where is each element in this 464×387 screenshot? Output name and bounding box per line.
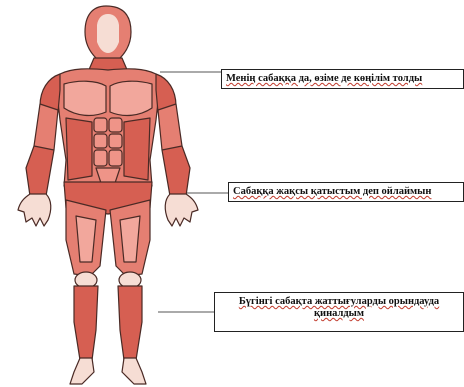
face-skin (97, 14, 119, 53)
callout-text-bottom: Бүгінгі сабақта жаттығуларды орындауда қ… (239, 296, 439, 319)
left-oblique (66, 118, 92, 180)
left-hand (18, 194, 51, 226)
left-foot (70, 358, 94, 384)
callout-box-top: Менің сабаққа да, өзіме де көңілім толды (221, 69, 464, 89)
callout-text-middle: Сабаққа жақсы қатыстым деп ойлаймын (233, 186, 431, 197)
right-hand (165, 194, 198, 226)
callout-text-top: Менің сабаққа да, өзіме де көңілім толды (226, 73, 422, 84)
right-lower-leg (118, 286, 142, 360)
left-lower-leg (74, 286, 98, 360)
callout-box-bottom: Бүгінгі сабақта жаттығуларды орындауда қ… (214, 292, 464, 332)
body (18, 6, 198, 384)
right-upper-arm (158, 104, 182, 152)
left-quad-detail (76, 216, 96, 262)
left-upper-arm (34, 104, 58, 152)
right-pectoral (110, 81, 152, 115)
right-foot (122, 358, 146, 384)
right-forearm (162, 146, 190, 196)
left-pectoral (64, 81, 106, 115)
right-oblique (124, 118, 150, 180)
callout-box-middle: Сабаққа жақсы қатыстым деп ойлаймын (228, 182, 464, 202)
left-forearm (26, 146, 54, 196)
right-quad-detail (120, 216, 140, 262)
